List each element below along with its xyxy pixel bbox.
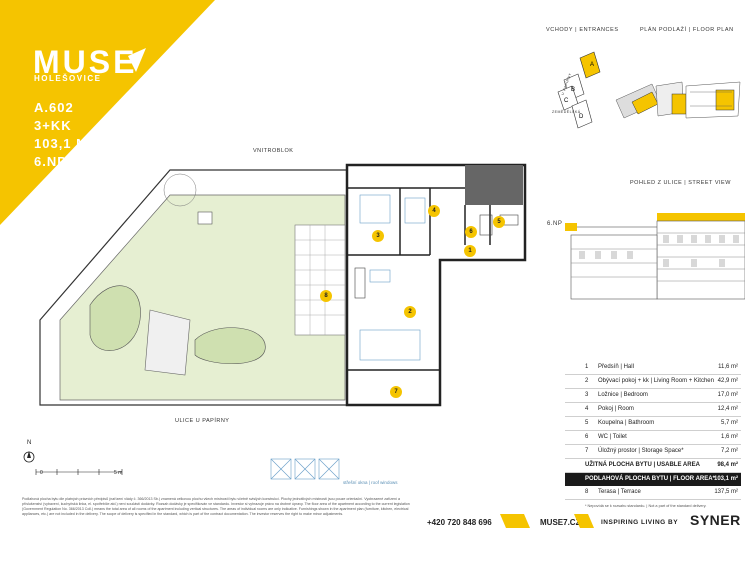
entrances-keyplan: A B C D [557, 51, 601, 129]
floor-plan [39, 163, 527, 407]
street-view-floor: 6.NP [547, 221, 563, 227]
roof-windows-label: střešní okna | roof windows [343, 480, 398, 485]
floor-area-row: PODLAHOVÁ PLOCHA BYTU | FLOOR AREA*103,1… [565, 473, 741, 486]
room-marker-5: 5 [493, 216, 505, 228]
room-marker-2: 2 [404, 306, 416, 318]
scale-zero: 0 [40, 470, 43, 476]
room-marker-4: 4 [428, 205, 440, 217]
room-marker-6: 6 [465, 226, 477, 238]
room-marker-3: 3 [372, 230, 384, 242]
apartment-layout: 3+KK [34, 118, 72, 133]
entrance-a: A [590, 62, 594, 68]
arrow-stripe-icon [574, 514, 594, 528]
brand-name: MUSE [33, 44, 138, 80]
north-label: N [27, 440, 32, 446]
apartment-area: 103,1 M² [34, 136, 94, 151]
brand-banner [0, 0, 215, 225]
room-marker-8: 8 [320, 290, 332, 302]
brand-district: HOLEŠOVICE [34, 74, 102, 83]
entrance-b: B [571, 87, 575, 93]
street-label-2: ZEMĚDĚLSKÁ [552, 110, 581, 114]
logo-mark [128, 48, 146, 72]
street-view-label: POHLED Z ULICE | STREET VIEW [630, 180, 731, 186]
developer-logo: SYNER [690, 512, 741, 528]
website-link[interactable]: MUSE7.CZ [540, 518, 581, 527]
entrance-d: D [579, 114, 584, 120]
scale-bar [23, 451, 123, 475]
entrance-c: C [564, 98, 569, 104]
tagline: INSPIRING LIVING BY [601, 519, 679, 526]
apartment-code: A.602 [34, 100, 74, 115]
disclaimer: Podlahová plocha bytu dle platných právn… [22, 497, 410, 516]
entrances-label: VCHODY | ENTRANCES [546, 27, 619, 33]
scale-end: 5 m [114, 470, 123, 476]
arrow-stripe-icon [500, 514, 530, 528]
street-label: ULICE U PAPÍRNY [175, 418, 230, 424]
street-view-elevation [565, 213, 745, 300]
floor-plan-label: PLÁN PODLAŽÍ | FLOOR PLAN [640, 27, 734, 33]
room-marker-7: 7 [390, 386, 402, 398]
legend-note: * Nepovídá se k rozsahu standardu. | Not… [585, 504, 707, 508]
room-marker-1: 1 [464, 245, 476, 257]
floor-keyplan [615, 81, 741, 119]
roof-windows-icon [270, 458, 340, 480]
apartment-floor: 6.NP [34, 154, 67, 169]
phone-number[interactable]: +420 720 848 696 [427, 518, 492, 527]
courtyard-label: VNITROBLOK [253, 148, 294, 154]
